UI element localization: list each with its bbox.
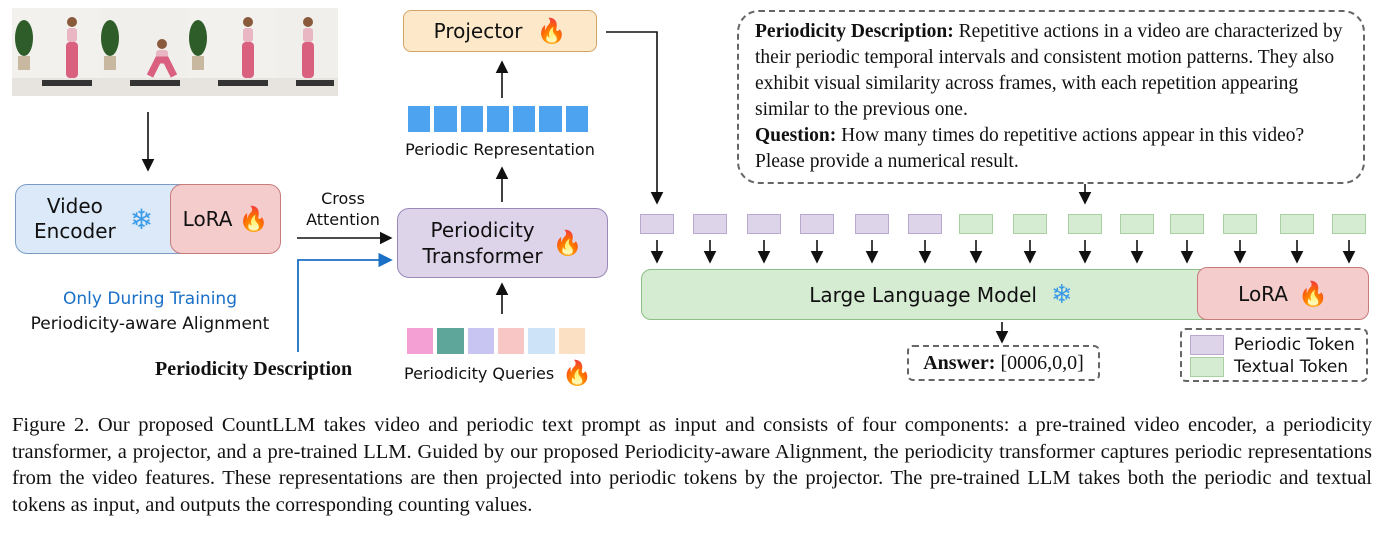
connectors bbox=[141, 31, 1356, 352]
token-legend: Periodic Token Textual Token bbox=[1180, 328, 1368, 382]
textual-token bbox=[1223, 214, 1257, 234]
encoder-lora-label: LoRA bbox=[182, 207, 233, 231]
periodicity-transformer-label: Periodicity Transformer bbox=[422, 218, 543, 268]
llm-lora-label: LoRA bbox=[1238, 281, 1288, 306]
answer-box: Answer: [0006,0,0] bbox=[907, 345, 1100, 381]
prompt-question-text: How many times do repetitive actions app… bbox=[755, 125, 1305, 172]
periodic-token bbox=[640, 214, 674, 234]
prompt-bubble: Periodicity Description: Repetitive acti… bbox=[737, 10, 1365, 184]
textual-token bbox=[1120, 214, 1154, 234]
arrow-projector-to-tokens bbox=[606, 31, 664, 205]
cross-attention-label: Cross Attention bbox=[306, 189, 380, 229]
rep-cell bbox=[408, 106, 431, 132]
periodicity-queries bbox=[407, 328, 585, 354]
llm-lora-box: LoRA 🔥 bbox=[1197, 267, 1369, 320]
rep-cell bbox=[539, 106, 562, 132]
query-cell bbox=[437, 328, 464, 354]
periodicity-description-label: Periodicity Description bbox=[155, 358, 353, 380]
query-cell bbox=[528, 328, 555, 354]
answer-value: [0006,0,0] bbox=[995, 351, 1084, 374]
fire-icon: 🔥 bbox=[536, 17, 567, 45]
rep-cell bbox=[460, 106, 483, 132]
video-frames-image bbox=[12, 8, 338, 96]
textual-token bbox=[959, 214, 993, 234]
prompt-question-title: Question: bbox=[755, 125, 837, 146]
periodic-token bbox=[693, 214, 727, 234]
periodicity-queries-label: Periodicity Queries 🔥 bbox=[404, 359, 593, 387]
projector-label: Projector bbox=[433, 19, 523, 43]
query-cell bbox=[497, 328, 525, 354]
encoder-lora-box: LoRA 🔥 bbox=[170, 184, 281, 254]
fire-icon: 🔥 bbox=[552, 229, 583, 257]
answer-title: Answer: bbox=[923, 351, 996, 374]
query-cell bbox=[558, 328, 585, 354]
periodic-representation-label: Periodic Representation bbox=[405, 140, 595, 159]
query-cell bbox=[467, 328, 494, 354]
token-row bbox=[0, 214, 1380, 234]
rep-cell bbox=[513, 106, 536, 132]
llm-label: Large Language Model bbox=[809, 282, 1037, 307]
training-note-line1: Only During Training bbox=[63, 289, 237, 309]
periodic-token bbox=[747, 214, 781, 234]
token-arrows bbox=[650, 240, 1356, 264]
video-frames bbox=[12, 8, 338, 96]
arrow-training-path bbox=[297, 252, 393, 352]
textual-token bbox=[1013, 214, 1047, 234]
snowflake-icon: ❄ bbox=[1050, 279, 1073, 310]
rep-cell bbox=[434, 106, 457, 132]
figure-caption: Figure 2. Our proposed CountLLM takes vi… bbox=[12, 414, 1372, 516]
textual-token bbox=[1068, 214, 1102, 234]
textual-token bbox=[1280, 214, 1314, 234]
periodicity-transformer-box: Periodicity Transformer 🔥 bbox=[397, 208, 608, 278]
snowflake-icon: ❄ bbox=[129, 202, 154, 236]
fire-icon: 🔥 bbox=[1297, 279, 1328, 308]
periodic-token-swatch bbox=[1190, 335, 1224, 355]
training-note: Only During Training Periodicity-aware A… bbox=[10, 287, 290, 337]
fire-icon: 🔥 bbox=[238, 205, 269, 233]
video-encoder-label: Video Encoder bbox=[34, 194, 116, 243]
textual-token-swatch bbox=[1190, 357, 1224, 377]
legend-periodic: Periodic Token bbox=[1190, 334, 1358, 356]
periodic-token bbox=[855, 214, 889, 234]
rep-cell bbox=[486, 106, 510, 132]
fire-icon: 🔥 bbox=[562, 359, 593, 387]
prompt-desc-title: Periodicity Description: bbox=[755, 21, 954, 42]
textual-token bbox=[1170, 214, 1204, 234]
training-note-line2: Periodicity-aware Alignment bbox=[30, 314, 270, 334]
prompt-desc-text: Repetitive actions in a video are charac… bbox=[755, 21, 1343, 120]
legend-textual: Textual Token bbox=[1190, 356, 1358, 378]
query-cell bbox=[407, 328, 434, 354]
llm-box: Large Language Model ❄ bbox=[641, 269, 1241, 320]
textual-token bbox=[1332, 214, 1366, 234]
periodic-token bbox=[800, 214, 834, 234]
projector-box: Projector 🔥 bbox=[403, 10, 597, 52]
rep-cell bbox=[565, 106, 588, 132]
periodic-token bbox=[908, 214, 942, 234]
periodic-representation bbox=[408, 106, 588, 132]
